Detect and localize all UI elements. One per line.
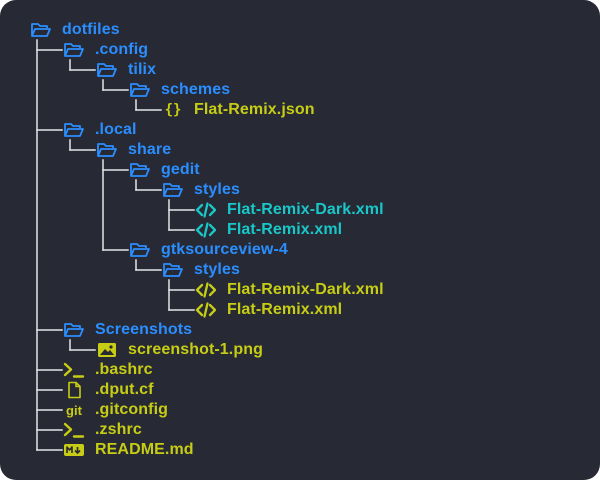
tree-file-row[interactable]: git .gitconfig xyxy=(62,400,168,420)
terminal-icon xyxy=(62,420,86,440)
folder-name: Screenshots xyxy=(95,321,193,338)
terminal-icon xyxy=(62,360,86,380)
tree-file-row[interactable]: .zshrc xyxy=(62,420,142,440)
tree-file-row[interactable]: Flat-Remix-Dark.xml xyxy=(194,200,384,220)
tree-folder-row[interactable]: .config xyxy=(62,40,148,60)
folder-name: .local xyxy=(95,121,137,138)
file-name: Flat-Remix-Dark.xml xyxy=(227,281,384,298)
tree-file-row[interactable]: {} Flat-Remix.json xyxy=(161,100,315,120)
tree-file-row[interactable]: .bashrc xyxy=(62,360,153,380)
folder-name: schemes xyxy=(161,81,231,98)
tree-folder-row[interactable]: styles xyxy=(161,180,240,200)
folder-open-icon xyxy=(62,40,86,60)
file-name: Flat-Remix-Dark.xml xyxy=(227,201,384,218)
file-name: Flat-Remix.json xyxy=(194,101,315,118)
file-name: Flat-Remix.xml xyxy=(227,221,343,238)
file-name: .bashrc xyxy=(95,361,153,378)
image-icon xyxy=(95,340,119,360)
folder-open-icon xyxy=(128,160,152,180)
code-icon xyxy=(194,220,218,240)
tree-file-row[interactable]: screenshot-1.png xyxy=(95,340,263,360)
file-name: README.md xyxy=(95,441,194,458)
folder-open-icon xyxy=(161,180,185,200)
code-icon xyxy=(194,280,218,300)
tree-file-row[interactable]: README.md xyxy=(62,440,194,460)
folder-name: gtksourceview-4 xyxy=(161,241,288,258)
folder-name: share xyxy=(128,141,172,158)
tree-file-row[interactable]: Flat-Remix.xml xyxy=(194,220,342,240)
tree-folder-row[interactable]: gtksourceview-4 xyxy=(128,240,288,260)
folder-open-icon xyxy=(128,80,152,100)
markdown-icon xyxy=(62,440,86,460)
tree-folder-row[interactable]: .local xyxy=(62,120,137,140)
tree-file-row[interactable]: Flat-Remix.xml xyxy=(194,300,342,320)
folder-name: .config xyxy=(95,41,149,58)
document-icon xyxy=(62,380,86,400)
tree-folder-row[interactable]: share xyxy=(95,140,171,160)
tree-folder-row[interactable]: tilix xyxy=(95,60,156,80)
tree-folder-row[interactable]: schemes xyxy=(128,80,230,100)
folder-name: gedit xyxy=(161,161,200,178)
tree-folder-row[interactable]: gedit xyxy=(128,160,200,180)
tree-file-row[interactable]: .dput.cf xyxy=(62,380,154,400)
tree-folder-row[interactable]: dotfiles xyxy=(29,20,120,40)
json-braces-icon: {} xyxy=(164,102,182,118)
folder-name: styles xyxy=(194,181,240,198)
code-icon xyxy=(194,200,218,220)
file-name: .zshrc xyxy=(95,421,142,438)
code-icon xyxy=(194,300,218,320)
tree-folder-row[interactable]: Screenshots xyxy=(62,320,192,340)
folder-open-icon xyxy=(29,20,53,40)
file-name: .dput.cf xyxy=(95,381,154,398)
file-name: .gitconfig xyxy=(95,401,168,418)
tree-file-row[interactable]: Flat-Remix-Dark.xml xyxy=(194,280,384,300)
folder-open-icon xyxy=(95,140,119,160)
file-name: Flat-Remix.xml xyxy=(227,301,343,318)
folder-open-icon xyxy=(128,240,152,260)
folder-open-icon xyxy=(62,120,86,140)
git-icon: git xyxy=(66,402,82,418)
file-name: screenshot-1.png xyxy=(128,341,263,358)
folder-open-icon xyxy=(161,260,185,280)
folder-open-icon xyxy=(62,320,86,340)
folder-name: dotfiles xyxy=(62,21,120,38)
folder-name: styles xyxy=(194,261,240,278)
folder-name: tilix xyxy=(128,61,157,78)
folder-open-icon xyxy=(95,60,119,80)
tree-folder-row[interactable]: styles xyxy=(161,260,240,280)
